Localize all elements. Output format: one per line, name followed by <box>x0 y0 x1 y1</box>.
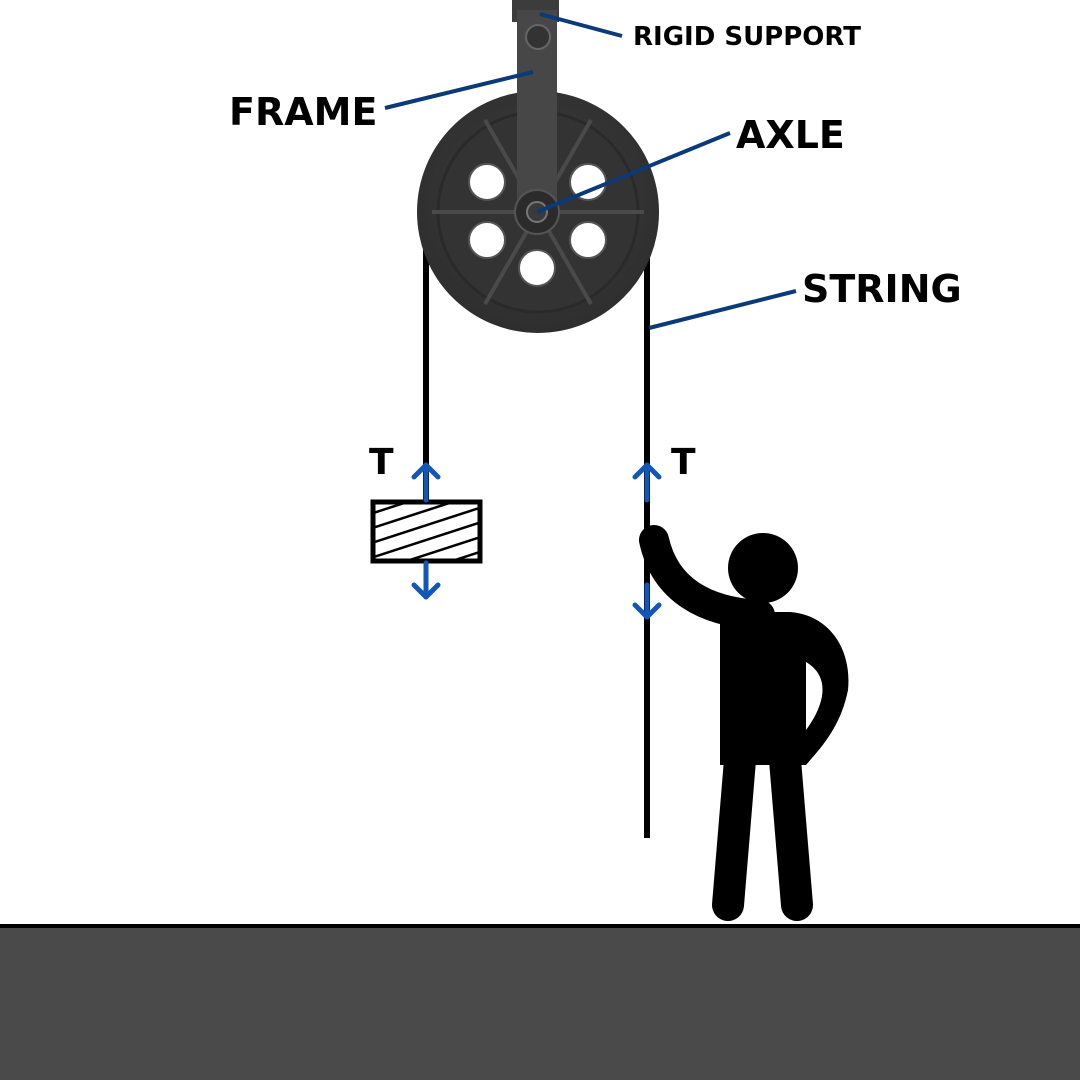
string-label: STRING <box>802 267 962 311</box>
tension-arrow-up-left <box>411 462 441 503</box>
string-leader <box>648 289 797 330</box>
frame-label: FRAME <box>229 90 377 134</box>
ground <box>0 925 1080 1080</box>
tension-label-right: T <box>671 442 696 483</box>
rigid-support-label: RIGID SUPPORT <box>633 22 861 52</box>
weight-arrow-down-left <box>411 560 441 600</box>
hanging-mass <box>370 499 483 564</box>
tension-arrow-up-right <box>632 462 662 503</box>
axle-leader <box>536 131 731 214</box>
pulley-frame <box>512 0 559 210</box>
rigid-support-leader <box>539 12 623 38</box>
frame-leader <box>384 70 534 110</box>
axle-label: AXLE <box>736 113 845 157</box>
tension-label-left: T <box>369 442 394 483</box>
pull-arrow-down-right <box>632 582 662 620</box>
person-figure <box>639 525 849 921</box>
